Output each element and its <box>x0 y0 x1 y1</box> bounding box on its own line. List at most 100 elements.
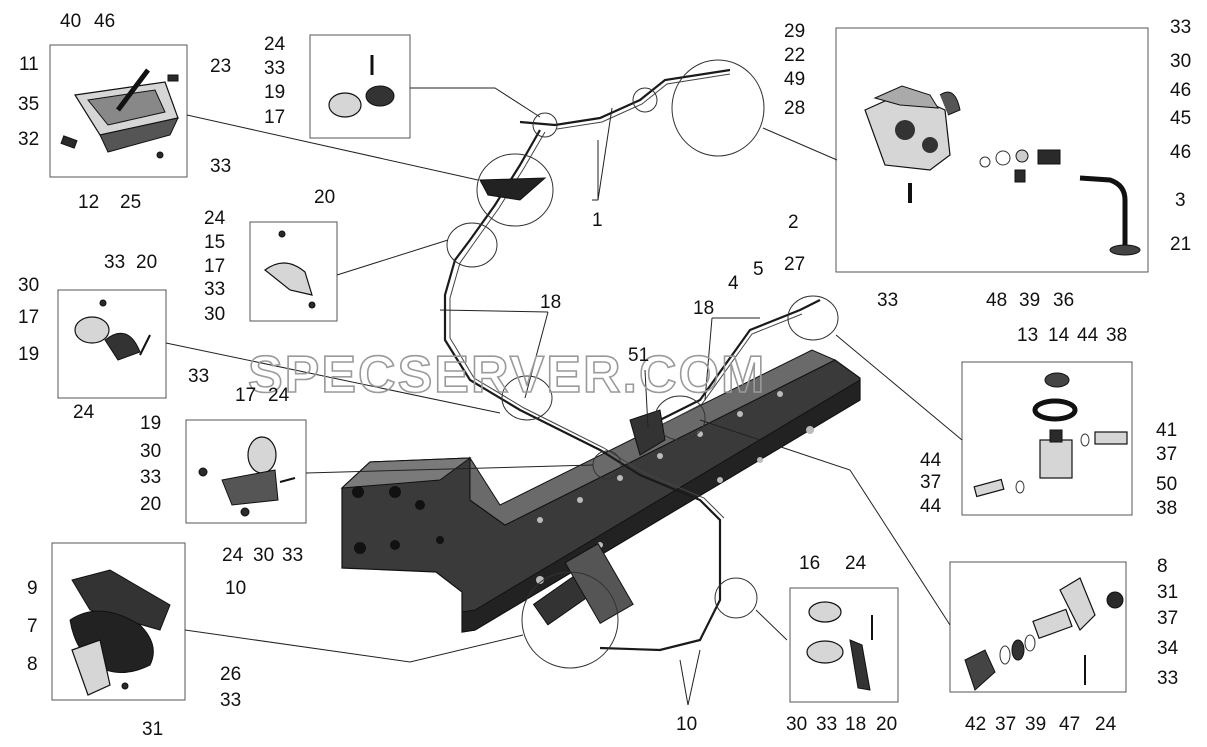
part-label: 20 <box>136 252 157 273</box>
part-label: 18 <box>693 298 714 319</box>
callout-circle-7 <box>654 395 706 441</box>
part-label: 18 <box>540 292 561 313</box>
callout-circle-crane <box>671 59 765 157</box>
detail-box-clamp-left <box>57 289 167 399</box>
part-label: 37 <box>920 472 941 493</box>
clamp-bottom-parts <box>806 601 873 691</box>
part-label: 33 <box>816 714 837 735</box>
part-label: 33 <box>282 545 303 566</box>
callout-circle-2 <box>446 222 498 268</box>
part-label: 31 <box>1157 582 1178 603</box>
detail-box-clamp-bottom <box>789 587 899 703</box>
part-label: 44 <box>1077 325 1099 346</box>
part-label: 30 <box>253 545 274 566</box>
part-label: 51 <box>628 345 649 366</box>
part-label: 19 <box>18 344 39 365</box>
part-label: 30 <box>18 275 39 296</box>
part-label: 33 <box>220 690 241 711</box>
callout-circle-9 <box>714 577 758 619</box>
part-label: 33 <box>204 279 225 300</box>
part-label: 11 <box>19 54 39 75</box>
part-label: 12 <box>78 192 99 213</box>
part-label: 13 <box>1017 325 1038 346</box>
part-label: 33 <box>877 290 898 311</box>
part-label: 16 <box>799 553 820 574</box>
part-label: 1 <box>592 210 603 231</box>
callout-circle-4 <box>632 87 658 113</box>
part-label: 39 <box>1019 290 1040 311</box>
part-label: 24 <box>268 385 290 406</box>
part-label: 27 <box>784 254 805 275</box>
part-label: 20 <box>140 494 161 515</box>
valve-parts <box>964 577 1124 691</box>
part-label: 17 <box>18 307 39 328</box>
part-label: 14 <box>1048 325 1070 346</box>
part-label: 5 <box>753 259 764 280</box>
tee-fitting-parts <box>973 372 1128 498</box>
part-label: 30 <box>140 441 161 462</box>
part-label: 38 <box>1106 325 1127 346</box>
part-label: 44 <box>920 450 942 471</box>
watermark-text: SPECSERVER.COM <box>248 346 766 404</box>
part-label: 24 <box>73 402 95 423</box>
part-label: 24 <box>1095 714 1117 735</box>
part-label: 33 <box>188 366 209 387</box>
part-label: 30 <box>786 714 807 735</box>
part-label: 25 <box>120 192 141 213</box>
part-label: 28 <box>784 98 805 119</box>
detail-box-valve <box>949 561 1127 693</box>
part-label: 49 <box>784 69 805 90</box>
part-label: 41 <box>1156 420 1177 441</box>
detail-box-tee <box>961 361 1133 516</box>
detail-box-shifter <box>49 44 188 178</box>
part-label: 33 <box>210 156 231 177</box>
part-label: 4 <box>728 273 739 294</box>
part-label: 30 <box>204 304 225 325</box>
part-label: 19 <box>264 82 285 103</box>
part-label: 30 <box>1170 51 1191 72</box>
part-label: 17 <box>204 256 225 277</box>
part-label: 46 <box>1170 80 1191 101</box>
part-label: 24 <box>264 34 286 55</box>
part-label: 44 <box>920 496 942 517</box>
part-label: 36 <box>1053 290 1074 311</box>
detail-box-clamp-top <box>309 34 411 139</box>
part-label: 22 <box>784 45 805 66</box>
callout-circle-3 <box>532 112 558 138</box>
part-label: 20 <box>314 187 335 208</box>
part-label: 31 <box>142 719 163 740</box>
detail-box-hose <box>51 542 186 701</box>
part-label: 37 <box>1157 608 1178 629</box>
callout-circle-1 <box>476 153 554 227</box>
part-label: 34 <box>1157 638 1179 659</box>
part-label: 23 <box>210 56 231 77</box>
brake-crane-parts <box>864 85 1141 256</box>
detail-box-clamp-mid <box>249 221 338 322</box>
clamp-left-parts <box>74 299 151 361</box>
part-label: 37 <box>1156 444 1177 465</box>
part-label: 24 <box>222 545 244 566</box>
part-label: 29 <box>784 21 805 42</box>
part-label: 42 <box>965 714 986 735</box>
part-label: 33 <box>140 467 161 488</box>
part-label: 45 <box>1170 108 1191 129</box>
part-label: 32 <box>18 129 39 150</box>
part-label: 40 <box>60 11 81 32</box>
part-label: 15 <box>204 232 225 253</box>
part-label: 17 <box>235 385 256 406</box>
part-label: 47 <box>1059 714 1080 735</box>
part-label: 24 <box>204 208 226 229</box>
part-label: 9 <box>27 578 38 599</box>
brake-line-assembly <box>443 68 821 652</box>
part-label: 10 <box>676 714 697 735</box>
part-label: 48 <box>986 290 1007 311</box>
clamp-bracket-parts <box>198 436 296 517</box>
part-label: 21 <box>1170 234 1191 255</box>
part-label: 33 <box>264 58 285 79</box>
hose-parts <box>69 569 171 696</box>
part-label: 8 <box>27 654 38 675</box>
part-label: 24 <box>845 553 867 574</box>
callout-circle-10 <box>521 571 619 669</box>
